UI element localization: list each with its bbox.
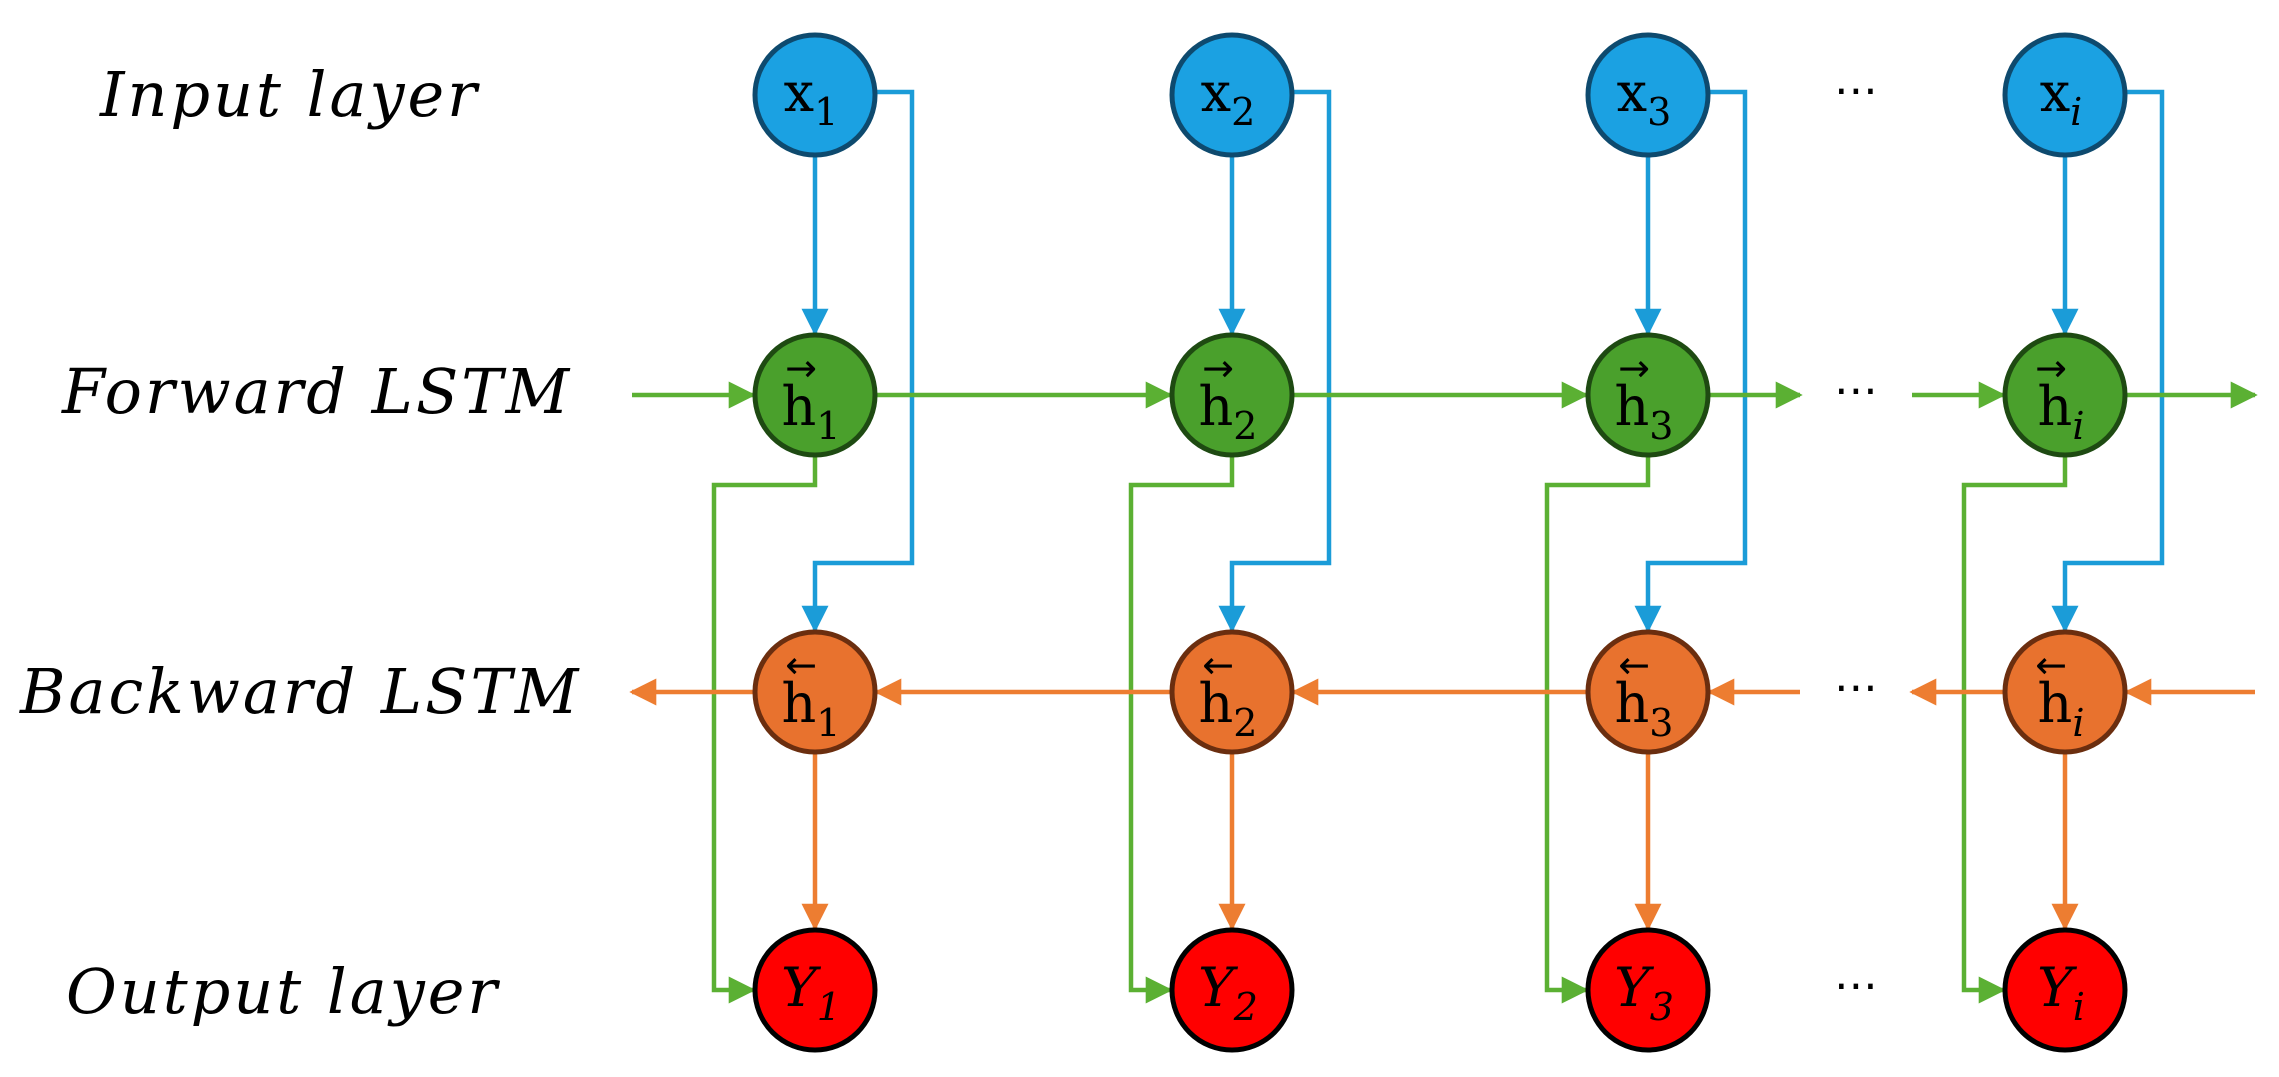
- input-node-label: xi: [2040, 61, 2083, 134]
- output-node-label: Y3: [1614, 956, 1674, 1029]
- output-node-3: Y3: [1585, 927, 1711, 1053]
- backward-node-label: h2: [1199, 672, 1258, 745]
- forward-ellipsis: ⋯: [1834, 365, 1878, 416]
- forward-node-label: hi: [2038, 375, 2085, 448]
- output-layer-label: Output layer: [66, 955, 501, 1028]
- input-node-circle: [752, 32, 878, 158]
- forward-node-circle: [1169, 332, 1295, 458]
- edge-forward-to-output: [1961, 455, 2068, 1004]
- backward-direction-arrow: ←: [1202, 643, 1234, 687]
- backward-node-label: h1: [782, 672, 841, 745]
- forward-direction-arrow: →: [1202, 346, 1234, 390]
- forward-node-circle: [1585, 332, 1711, 458]
- forward-direction-arrow: →: [785, 346, 817, 390]
- input-node-label: x1: [784, 61, 839, 134]
- output-ellipsis: ⋯: [1834, 960, 1878, 1011]
- output-node-circle: [2002, 927, 2128, 1053]
- forward-node-2: h2→: [1169, 332, 1295, 458]
- forward-node-label: h1: [782, 375, 841, 448]
- edge-forward-to-output: [1128, 455, 1235, 1004]
- output-node-4: Yi: [2002, 927, 2128, 1053]
- output-node-label: Yi: [2037, 956, 2085, 1029]
- forward-lstm-label: Forward LSTM: [62, 355, 573, 428]
- backward-direction-arrow: ←: [1618, 643, 1650, 687]
- backward-node-4: hi←: [2002, 629, 2128, 755]
- edge-input-to-backward: [801, 89, 915, 633]
- forward-node-label: h3: [1615, 375, 1674, 448]
- output-node-2: Y2: [1169, 927, 1295, 1053]
- forward-node-3: h3→: [1585, 332, 1711, 458]
- output-node-1: Y1: [752, 927, 878, 1053]
- backward-direction-arrow: ←: [2035, 643, 2067, 687]
- input-node-3: x3: [1585, 32, 1711, 158]
- forward-node-4: hi→: [2002, 332, 2128, 458]
- input-node-circle: [1169, 32, 1295, 158]
- input-layer-label: Input layer: [100, 58, 480, 131]
- forward-node-circle: [2002, 332, 2128, 458]
- backward-node-1: h1←: [752, 629, 878, 755]
- input-node-1: x1: [752, 32, 878, 158]
- backward-node-circle: [1169, 629, 1295, 755]
- backward-ellipsis: ⋯: [1834, 662, 1878, 713]
- edge-input-to-backward: [2051, 89, 2165, 633]
- edge-input-to-backward: [1634, 89, 1748, 633]
- backward-node-circle: [1585, 629, 1711, 755]
- forward-node-1: h1→: [752, 332, 878, 458]
- input-node-4: xi: [2002, 32, 2128, 158]
- backward-lstm-label: Backward LSTM: [20, 655, 582, 728]
- backward-node-2: h2←: [1169, 629, 1295, 755]
- backward-node-circle: [2002, 629, 2128, 755]
- input-node-circle: [1585, 32, 1711, 158]
- forward-node-label: h2: [1199, 375, 1258, 448]
- output-node-circle: [1585, 927, 1711, 1053]
- input-node-label: x3: [1617, 61, 1672, 134]
- backward-direction-arrow: ←: [785, 643, 817, 687]
- forward-direction-arrow: →: [1618, 346, 1650, 390]
- backward-node-circle: [752, 629, 878, 755]
- edge-forward-to-output: [711, 455, 818, 1004]
- output-node-circle: [752, 927, 878, 1053]
- input-node-circle: [2002, 32, 2128, 158]
- output-node-label: Y1: [781, 956, 841, 1029]
- backward-node-label: hi: [2038, 672, 2085, 745]
- backward-node-3: h3←: [1585, 629, 1711, 755]
- output-node-circle: [1169, 927, 1295, 1053]
- forward-direction-arrow: →: [2035, 346, 2067, 390]
- input-ellipsis: ⋯: [1834, 65, 1878, 116]
- edge-input-to-backward: [1218, 89, 1332, 633]
- output-node-label: Y2: [1198, 956, 1258, 1029]
- input-node-label: x2: [1201, 61, 1256, 134]
- forward-node-circle: [752, 332, 878, 458]
- backward-node-label: h3: [1615, 672, 1674, 745]
- edge-forward-to-output: [1544, 455, 1651, 1004]
- input-node-2: x2: [1169, 32, 1295, 158]
